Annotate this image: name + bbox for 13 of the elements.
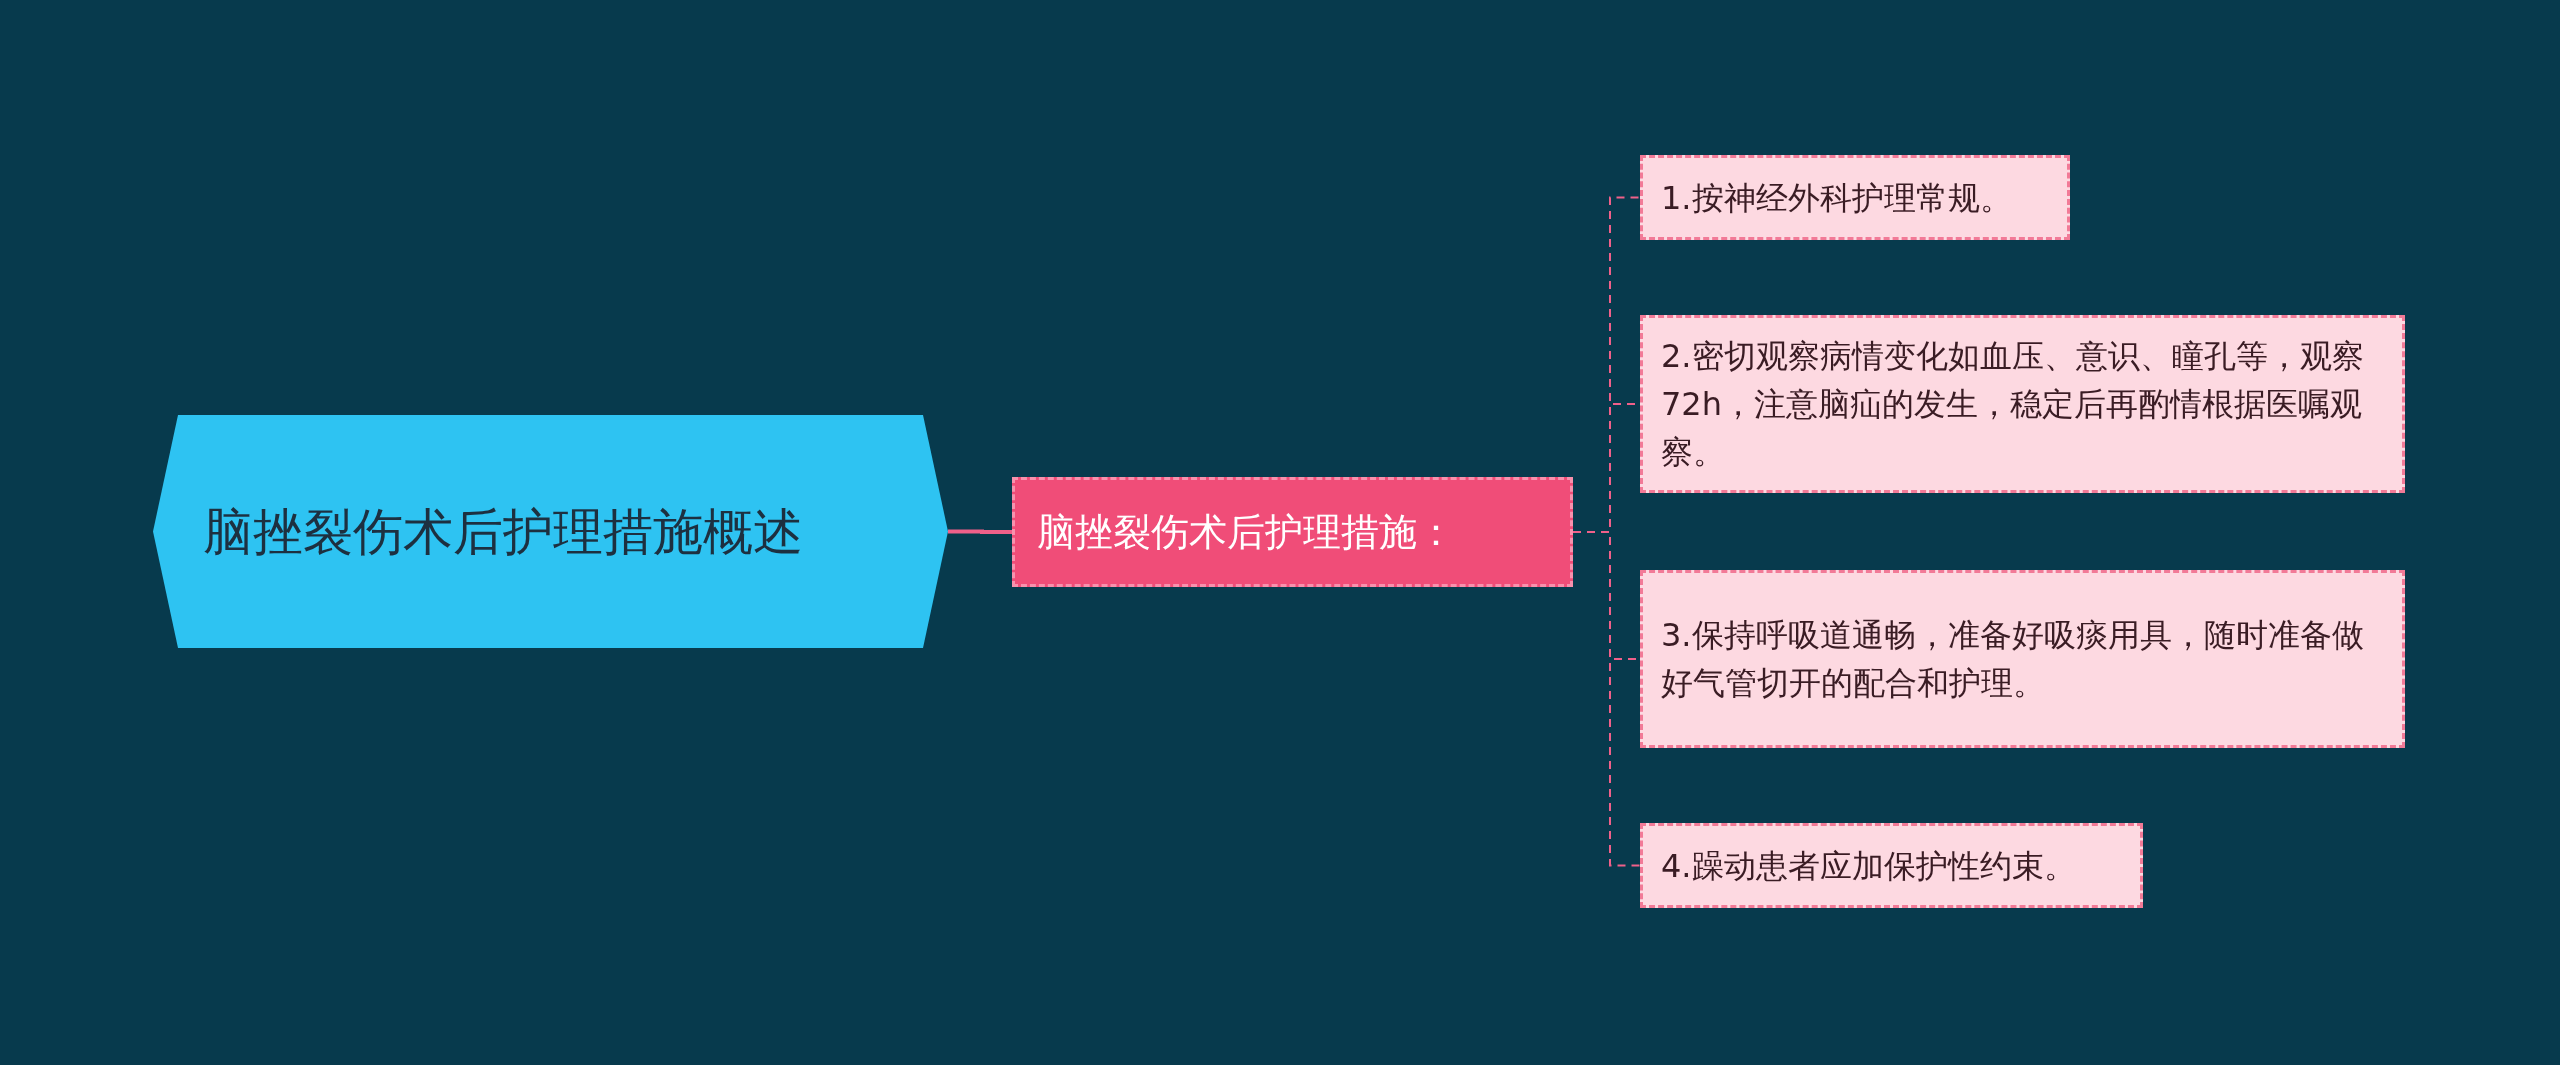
item-box (1640, 315, 2405, 493)
topic-text: 脑挫裂伤术后护理措施概述 (202, 501, 804, 563)
item-text: 2.密切观察病情变化如血压、意识、瞳孔等，观察72h，注意脑疝的发生，稳定后再酌情根据医嘱观察。 (1660, 336, 2365, 473)
item-box (1640, 823, 2143, 908)
hexagon-box (153, 415, 948, 648)
item-box (1640, 155, 2070, 240)
item-text: 1.按神经外科护理常规。 (1660, 177, 2013, 219)
item-box (1640, 570, 2405, 748)
item-text: 3.保持呼吸道通畅，准备好吸痰用具，随时准备做好气管切开的配合和护理。 (1660, 615, 2365, 704)
subtopic-text: 脑挫裂伤术后护理措施： (1036, 508, 1456, 556)
subtopic-box (1012, 477, 1573, 587)
connector-line (948, 529, 1012, 534)
item-text: 4.躁动患者应加保护性约束。 (1660, 845, 2077, 887)
